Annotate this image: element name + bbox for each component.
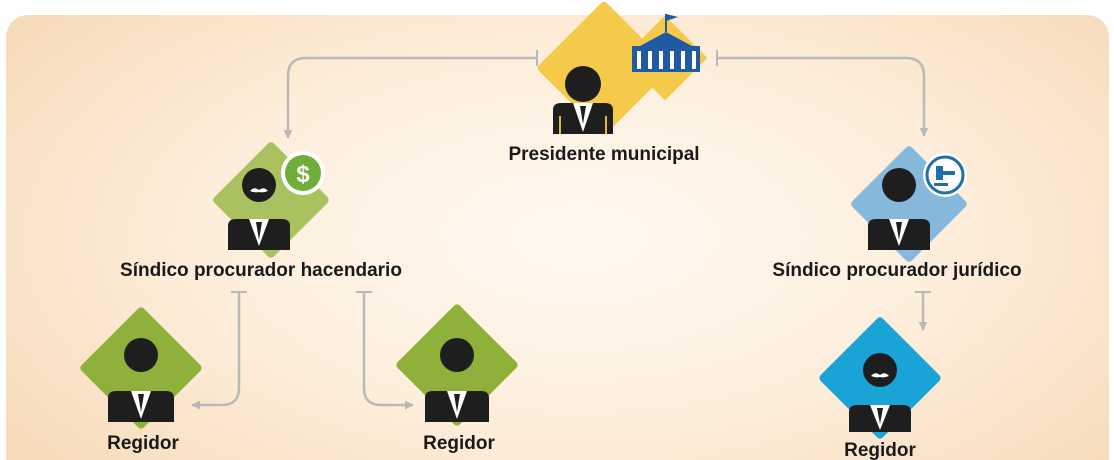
gavel-icon xyxy=(923,153,967,197)
regidor-left-label: Regidor xyxy=(107,433,179,454)
node-presidente: Presidente municipal xyxy=(508,1,708,165)
svg-text:$: $ xyxy=(296,161,310,188)
presidente-label: Presidente municipal xyxy=(508,144,699,165)
node-juridico: Síndico procurador jurídico xyxy=(772,146,1022,281)
regidor-right-person-icon xyxy=(849,353,911,432)
node-regidor-right: Regidor xyxy=(819,317,941,460)
regidor-mid-label: Regidor xyxy=(423,433,495,454)
connector-hacendario-regidor-mid xyxy=(362,292,414,410)
hacendario-person-icon xyxy=(228,168,290,250)
connectors xyxy=(191,50,931,410)
node-hacendario: $ Síndico procurador hacendario xyxy=(120,142,402,281)
connector-president-hacendario xyxy=(283,56,537,139)
regidor-right-label: Regidor xyxy=(844,440,916,460)
presidente-person-icon xyxy=(553,66,613,134)
regidor-left-person-icon xyxy=(108,338,174,422)
dollar-icon: $ xyxy=(281,151,325,195)
city-hall-icon xyxy=(632,14,700,72)
connector-hacendario-regidor-left xyxy=(191,292,241,410)
juridico-person-icon xyxy=(868,168,930,250)
node-regidor-left: Regidor xyxy=(80,307,202,454)
presidente-diamond xyxy=(537,1,671,135)
hacendario-label: Síndico procurador hacendario xyxy=(120,260,402,281)
node-regidor-mid: Regidor xyxy=(396,304,518,454)
regidor-mid-person-icon xyxy=(425,338,489,422)
connector-president-juridico xyxy=(717,56,929,137)
juridico-label: Síndico procurador jurídico xyxy=(772,260,1021,281)
